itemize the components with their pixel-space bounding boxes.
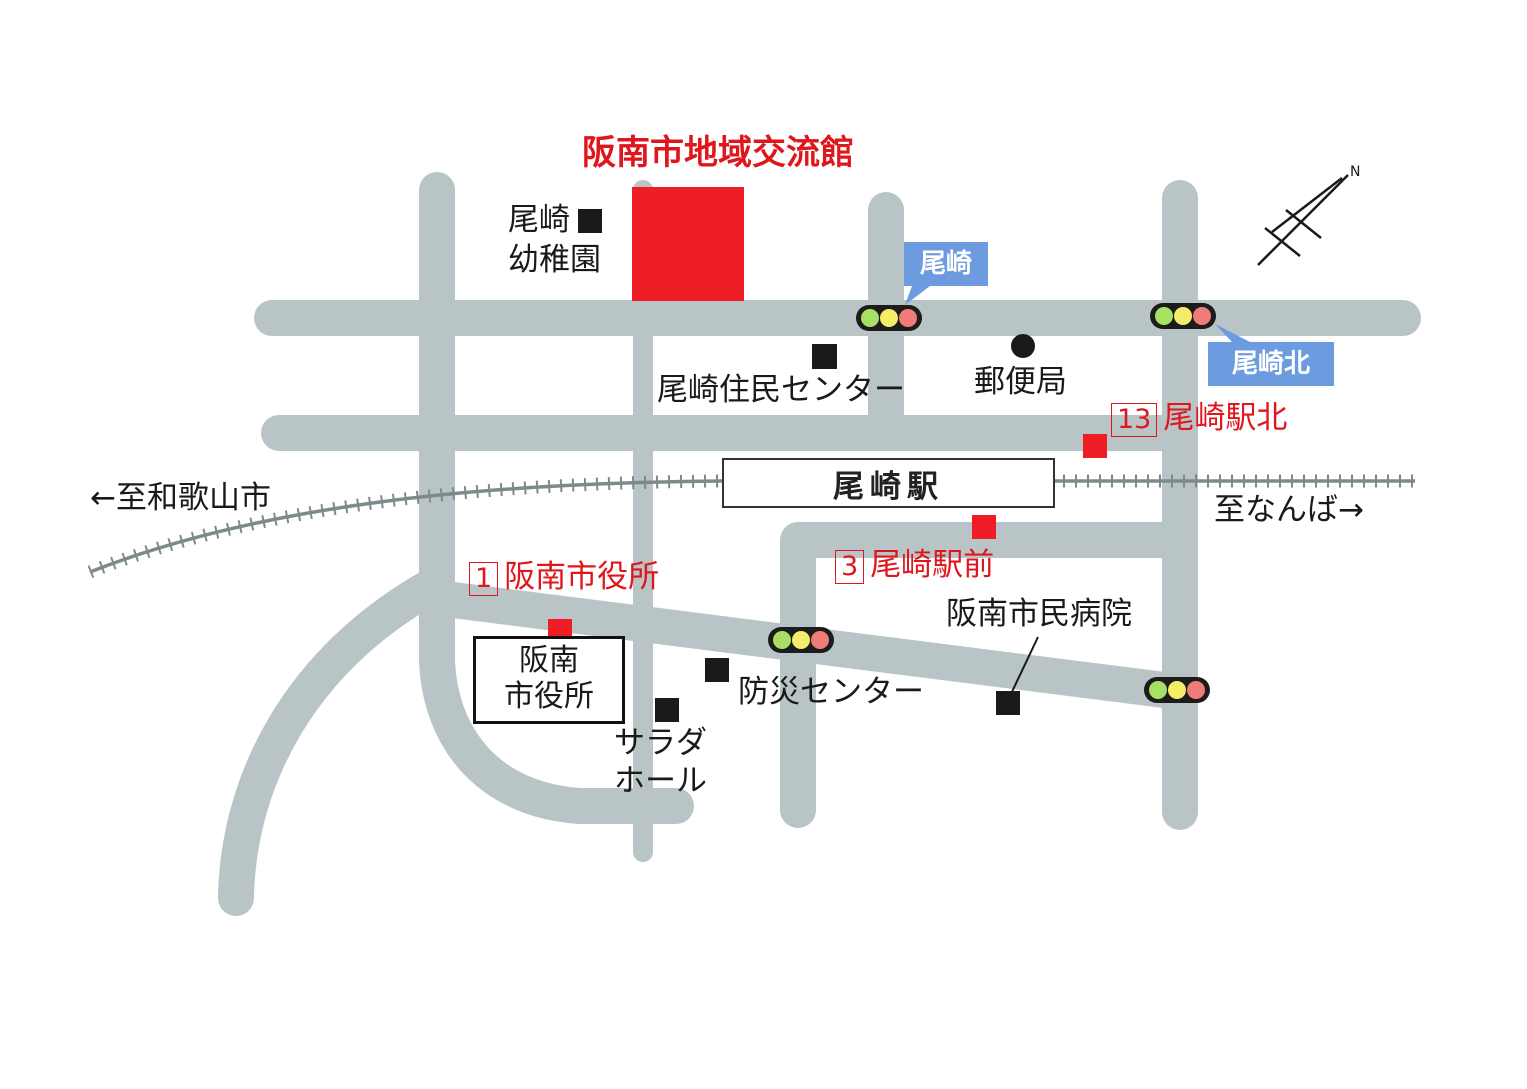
salad-hall-marker: [655, 698, 679, 722]
salad-hall-label: サラダ ホール: [614, 725, 707, 799]
hospital-leader-line: [1009, 636, 1039, 697]
traffic-signal: [1144, 677, 1210, 703]
city-hall-building: 阪南 市役所: [473, 636, 625, 724]
disaster-center-marker: [705, 658, 729, 682]
hospital-marker: [996, 691, 1020, 715]
post-office-label: 郵便局: [974, 364, 1067, 400]
bus-stop-number: 1: [469, 562, 499, 596]
intersection-callout-ozakikita: 尾崎北: [1208, 342, 1334, 386]
disaster-center-label: 防災センター: [738, 674, 924, 710]
kindergarten-label: 尾崎 幼稚園: [508, 202, 601, 278]
bus-stop-number: 3: [835, 550, 865, 584]
hospital-label: 阪南市民病院: [946, 596, 1132, 632]
kindergarten-marker: [578, 209, 602, 233]
compass-icon: [1257, 174, 1349, 266]
station-box: 尾崎駅: [722, 458, 1055, 508]
traffic-signal: [1150, 303, 1216, 329]
direction-east: 至なんば→: [1214, 492, 1364, 528]
residents-center-marker: [812, 344, 837, 369]
post-office-marker: [1011, 334, 1035, 358]
residents-center-label: 尾崎住民センター: [657, 372, 905, 408]
railway-ties: [87, 474, 1415, 579]
road-loop-cityhall: [419, 580, 694, 824]
facility-marker: [632, 187, 744, 301]
callout-ozakikita-pointer: [1215, 324, 1250, 342]
bus-stop-13-marker: [1083, 434, 1107, 458]
road-curve-southwest: [218, 568, 450, 916]
compass-north-label: N: [1350, 164, 1360, 180]
bus-stop-name: 阪南市役所: [504, 559, 660, 595]
direction-west: ←至和歌山市: [90, 480, 271, 516]
bus-stop-number: 13: [1111, 403, 1158, 437]
traffic-signal: [768, 627, 834, 653]
intersection-callout-ozaki: 尾崎: [904, 242, 988, 286]
facility-title: 阪南市地域交流館: [582, 133, 854, 173]
road-vertical-d: [780, 522, 1198, 828]
traffic-signal: [856, 305, 922, 331]
callout-ozaki-pointer: [905, 286, 930, 305]
bus-stop-3-marker: [972, 515, 996, 539]
bus-stop-name: 尾崎駅前: [870, 547, 995, 583]
railway: [87, 474, 1415, 579]
bus-stop-name: 尾崎駅北: [1163, 400, 1288, 436]
roads: [218, 172, 1421, 916]
